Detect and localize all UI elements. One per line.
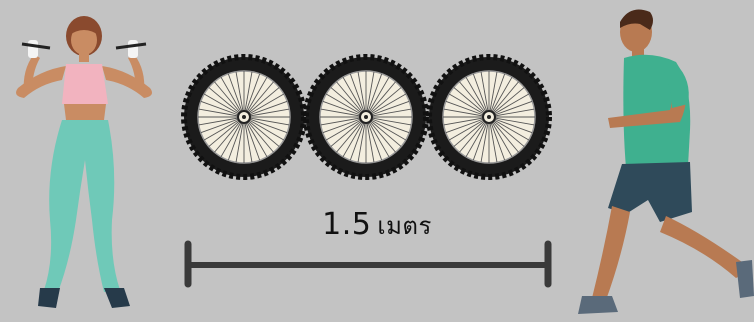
wheels-row: [184, 57, 549, 177]
bicycle-wheel-icon: [429, 57, 549, 177]
man-running-figure: [578, 10, 754, 314]
measurement-bar: [188, 244, 548, 284]
bicycle-wheel-icon: [184, 57, 304, 177]
distance-value: 1.5: [322, 207, 371, 242]
bicycle-wheel-icon: [306, 57, 426, 177]
woman-exercising-figure: [16, 16, 152, 308]
distance-unit: เมตร: [377, 212, 432, 240]
